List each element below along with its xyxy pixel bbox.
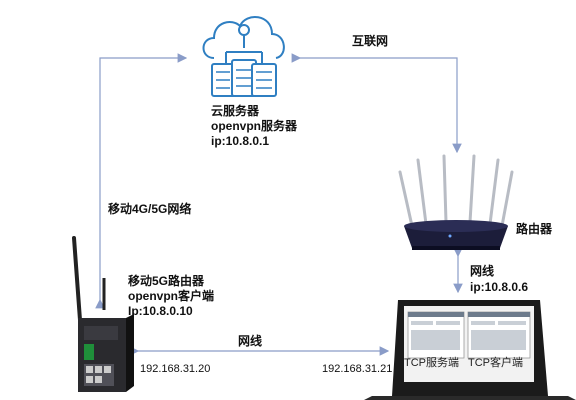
openvpn-server-label: openvpn服务器	[211, 119, 297, 133]
gateway-lan-ip: 192.168.31.20	[140, 363, 211, 375]
tcp-server-label: TCP服务端	[404, 357, 459, 369]
router-label: 路由器	[516, 222, 553, 236]
gateway-ip: Ip:10.8.0.10	[128, 304, 193, 318]
lan-cable-label: 网线	[238, 334, 263, 348]
mobile-network-link	[95, 53, 188, 309]
mobile-network-label: 移动4G/5G网络	[108, 202, 192, 216]
internet-link	[291, 53, 462, 154]
cloud-server-label: 云服务器 openvpn服务器 ip:10.8.0.1	[211, 104, 297, 149]
router-cable-label: 网线	[470, 264, 495, 278]
router-ip-label: ip:10.8.0.6	[470, 280, 529, 294]
cloud-server-name: 云服务器	[211, 104, 260, 118]
gateway-label: 移动5G路由器 openvpn客户端 Ip:10.8.0.10	[128, 274, 214, 319]
gateway-name: 移动5G路由器	[128, 274, 205, 288]
openvpn-client-label: openvpn客户端	[128, 289, 214, 303]
tcp-client-label: TCP客户端	[468, 357, 523, 369]
cloud-server-ip: ip:10.8.0.1	[211, 134, 270, 148]
internet-label: 互联网	[352, 34, 389, 48]
laptop-lan-ip: 192.168.31.21	[322, 363, 393, 375]
